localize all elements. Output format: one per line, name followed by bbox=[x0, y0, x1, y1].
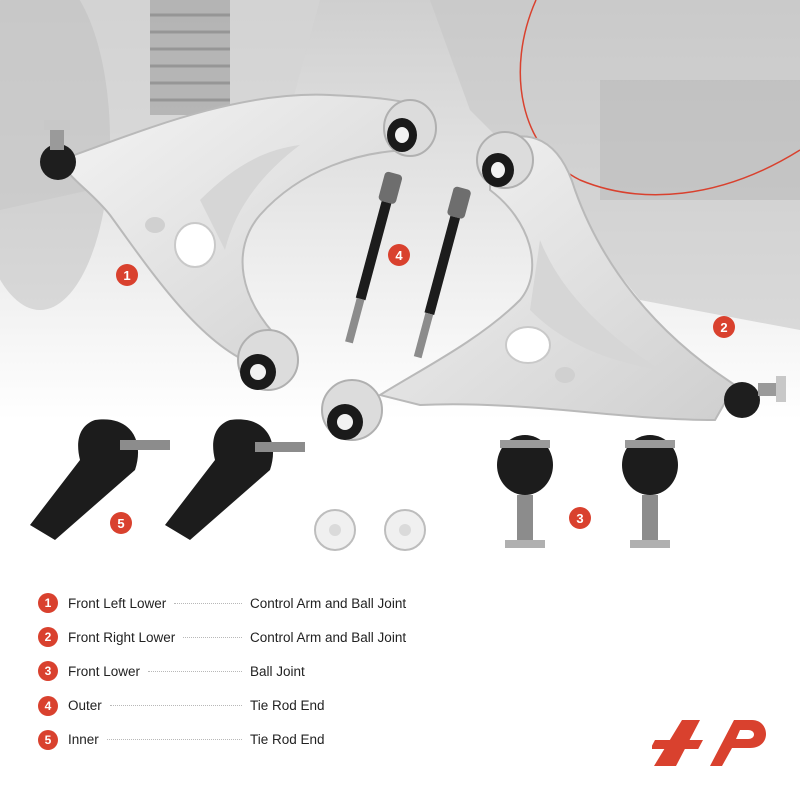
legend-part-name: Tie Rod End bbox=[250, 732, 325, 748]
marker-3: 3 bbox=[569, 507, 591, 529]
legend-dotted-leader bbox=[148, 670, 242, 672]
legend-dotted-leader bbox=[106, 739, 242, 741]
legend-part-name: Ball Joint bbox=[250, 663, 305, 679]
legend-part-name: Tie Rod End bbox=[250, 698, 325, 714]
legend-dotted-leader bbox=[109, 705, 242, 707]
marker-1: 1 bbox=[116, 264, 138, 286]
inner-tie-rod-ends bbox=[345, 171, 471, 359]
legend-position: Front Lower bbox=[68, 663, 141, 679]
legend-row: 1 Front Left Lower Control Arm and Ball … bbox=[38, 586, 458, 620]
marker-4: 4 bbox=[388, 244, 410, 266]
legend-dotted-leader bbox=[174, 602, 242, 604]
legend-part-name: Control Arm and Ball Joint bbox=[250, 629, 407, 645]
legend-row: 5 Inner Tie Rod End bbox=[38, 723, 458, 757]
legend-number-badge: 3 bbox=[38, 661, 58, 682]
legend-number-badge: 5 bbox=[38, 729, 58, 750]
legend-position: Front Right Lower bbox=[68, 629, 176, 645]
front-lower-ball-joints bbox=[497, 435, 678, 548]
marker-5: 5 bbox=[110, 512, 132, 534]
marker-2: 2 bbox=[713, 316, 735, 338]
legend-part-name: Control Arm and Ball Joint bbox=[250, 595, 407, 611]
front-right-lower-control-arm bbox=[321, 131, 786, 441]
outer-tie-rod-ends bbox=[30, 419, 305, 540]
legend-dotted-leader bbox=[183, 636, 242, 638]
legend-position: Outer bbox=[68, 698, 102, 714]
legend-number-badge: 1 bbox=[38, 593, 58, 614]
legend-row: 2 Front Right Lower Control Arm and Ball… bbox=[38, 620, 458, 654]
legend-position: Front Left Lower bbox=[68, 595, 167, 611]
washers bbox=[314, 509, 426, 551]
legend-number-badge: 4 bbox=[38, 695, 58, 716]
front-left-lower-control-arm bbox=[40, 93, 437, 391]
a-premium-logo-icon bbox=[652, 720, 766, 766]
product-illustration bbox=[0, 0, 800, 551]
legend-position: Inner bbox=[68, 732, 99, 748]
legend-number-badge: 2 bbox=[38, 627, 58, 648]
product-scene: 1 2 3 4 5 bbox=[0, 0, 800, 551]
legend-row: 4 Outer Tie Rod End bbox=[38, 689, 458, 723]
parts-legend: 1 Front Left Lower Control Arm and Ball … bbox=[38, 586, 458, 757]
legend-row: 3 Front Lower Ball Joint bbox=[38, 654, 458, 688]
